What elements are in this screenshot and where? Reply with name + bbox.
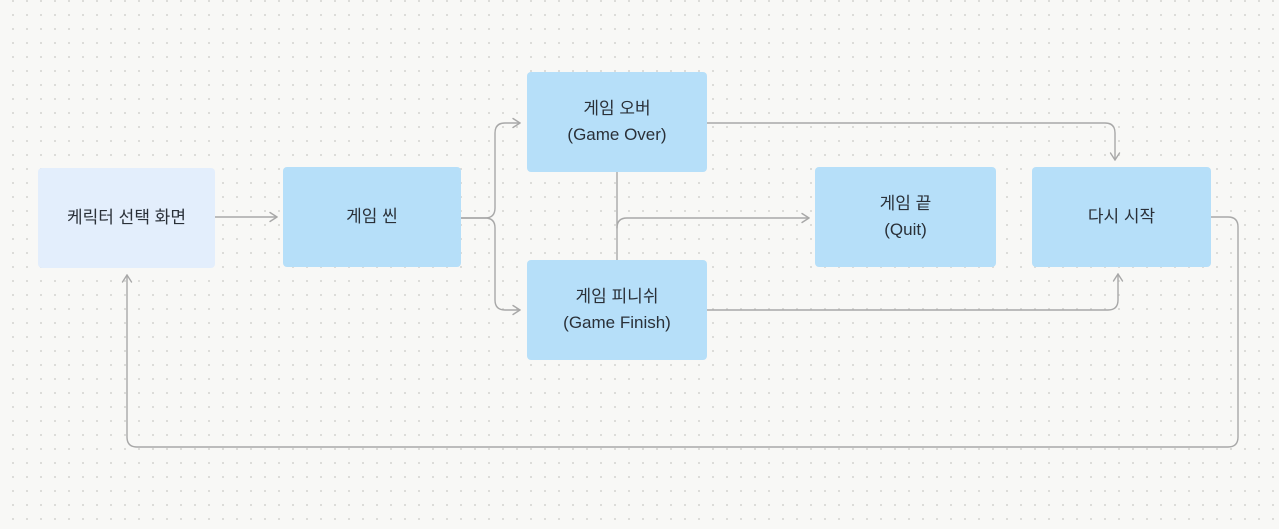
edge-game-over-to-game-quit[interactable] (616, 212, 810, 229)
node-restart[interactable]: 다시 시작 (1032, 167, 1211, 267)
edge-game-scene-to-game-finish[interactable] (460, 217, 521, 316)
edge-restart-to-character-select[interactable] (121, 216, 1239, 448)
node-label: 게임 오버 (583, 99, 651, 118)
node-label: 게임 피니쉬 (575, 287, 659, 306)
node-label: 케릭터 선택 화면 (67, 208, 186, 227)
edge-game-over-to-restart[interactable] (706, 122, 1121, 161)
node-game-scene[interactable]: 게임 씬 (283, 167, 461, 267)
node-sublabel: (Quit) (884, 220, 927, 239)
node-label: 다시 시작 (1087, 207, 1156, 226)
edge-game-scene-to-game-over[interactable] (460, 117, 521, 219)
node-character-select[interactable]: 케릭터 선택 화면 (38, 168, 215, 268)
node-game-finish[interactable]: 게임 피니쉬 (Game Finish) (527, 260, 707, 360)
edge-game-finish-to-restart[interactable] (706, 273, 1124, 311)
node-sublabel: (Game Finish) (563, 313, 671, 332)
node-label: 게임 씬 (346, 207, 398, 226)
node-sublabel: (Game Over) (567, 125, 667, 144)
node-game-quit[interactable]: 게임 끝 (Quit) (815, 167, 996, 267)
node-label: 게임 끝 (879, 194, 932, 213)
node-game-over[interactable]: 게임 오버 (Game Over) (527, 72, 707, 172)
